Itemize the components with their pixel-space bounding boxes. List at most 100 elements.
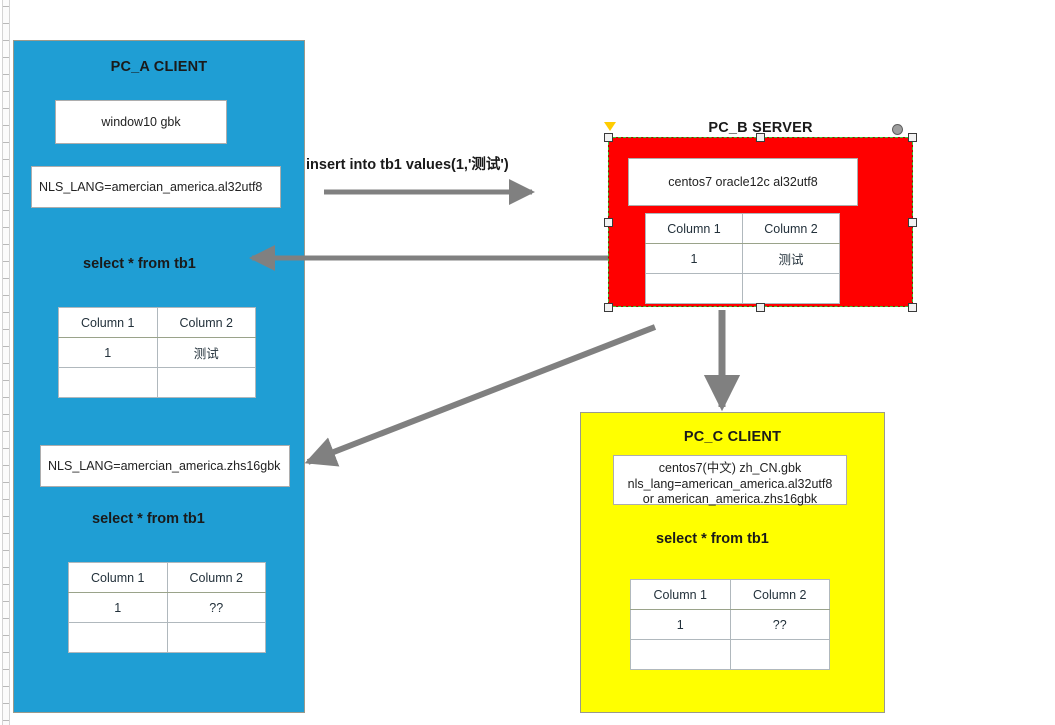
ruler-tick xyxy=(3,295,9,296)
ruler-tick xyxy=(3,329,9,330)
pc-a-sql-label-1: select * from tb1 xyxy=(83,256,196,272)
table-cell: 测试 xyxy=(156,337,256,368)
ruler-tick xyxy=(3,176,9,177)
pc-c-sql-label: select * from tb1 xyxy=(656,531,769,547)
table-cell: 测试 xyxy=(742,243,840,274)
rotate-handle-icon[interactable] xyxy=(892,124,903,135)
table-cell: 1 xyxy=(58,337,158,368)
table-row: Column 1 Column 2 xyxy=(630,579,830,610)
adjust-handle-icon[interactable] xyxy=(604,122,616,131)
ruler-tick xyxy=(3,397,9,398)
table-cell xyxy=(58,367,158,398)
ruler-tick xyxy=(3,516,9,517)
table-cell xyxy=(156,367,256,398)
ruler-tick xyxy=(3,482,9,483)
selection-handle-top-right[interactable] xyxy=(908,133,917,142)
selection-handle-middle-right[interactable] xyxy=(908,218,917,227)
ruler-tick xyxy=(3,380,9,381)
pc-c-table: Column 1 Column 2 1 ?? xyxy=(630,579,830,670)
ruler-tick xyxy=(3,244,9,245)
ruler-tick xyxy=(3,108,9,109)
table-header-cell: Column 1 xyxy=(630,579,731,610)
table-header-cell: Column 2 xyxy=(742,213,840,244)
pc-a-title: PC_A CLIENT xyxy=(110,59,208,75)
ruler-tick xyxy=(3,261,9,262)
pc-a-nls-bottom-box: NLS_LANG=amercian_america.zhs16gbk xyxy=(40,445,290,487)
pc-c-os-box: centos7(中文) zh_CN.gbk nls_lang=american_… xyxy=(613,455,847,507)
ruler-tick xyxy=(3,533,9,534)
table-cell: 1 xyxy=(630,609,731,640)
selection-handle-top-center[interactable] xyxy=(756,133,765,142)
table-cell xyxy=(68,622,168,653)
selection-handle-bottom-right[interactable] xyxy=(908,303,917,312)
table-row: 1 ?? xyxy=(630,609,830,640)
table-row: 1 测试 xyxy=(58,337,256,368)
ruler-tick xyxy=(3,40,9,41)
pc-c-os-text: centos7(中文) zh_CN.gbk nls_lang=american_… xyxy=(627,461,833,507)
table-row: 1 测试 xyxy=(645,243,840,274)
table-row xyxy=(645,273,840,304)
ruler-tick xyxy=(3,635,9,636)
left-ruler xyxy=(2,0,10,725)
table-row xyxy=(58,367,256,398)
selection-handle-middle-left[interactable] xyxy=(604,218,613,227)
table-row: Column 1 Column 2 xyxy=(645,213,840,244)
ruler-tick xyxy=(3,57,9,58)
pc-a-table-1: Column 1 Column 2 1 测试 xyxy=(58,307,256,398)
ruler-tick xyxy=(3,278,9,279)
ruler-tick xyxy=(3,23,9,24)
ruler-tick xyxy=(3,703,9,704)
ruler-tick xyxy=(3,193,9,194)
table-cell xyxy=(645,273,743,304)
ruler-tick xyxy=(3,550,9,551)
ruler-tick xyxy=(3,227,9,228)
table-cell xyxy=(166,622,266,653)
table-header-cell: Column 1 xyxy=(68,562,168,593)
selection-handle-bottom-center[interactable] xyxy=(756,303,765,312)
table-cell: ?? xyxy=(166,592,266,623)
ruler-tick xyxy=(3,669,9,670)
ruler-tick xyxy=(3,210,9,211)
ruler-tick xyxy=(3,74,9,75)
ruler-tick xyxy=(3,346,9,347)
pc-b-table: Column 1 Column 2 1 测试 xyxy=(645,213,840,304)
pc-a-nls-top-text: NLS_LANG=amercian_america.al32utf8 xyxy=(39,180,263,194)
ruler-tick xyxy=(3,159,9,160)
table-header-cell: Column 1 xyxy=(645,213,743,244)
table-row: 1 ?? xyxy=(68,592,266,623)
ruler-tick xyxy=(3,601,9,602)
ruler-tick xyxy=(3,618,9,619)
ruler-tick xyxy=(3,584,9,585)
table-header-cell: Column 1 xyxy=(58,307,158,338)
ruler-tick xyxy=(3,720,9,721)
table-cell xyxy=(742,273,840,304)
insert-statement-label: insert into tb1 values(1,'测试') xyxy=(306,157,509,173)
selection-handle-top-left[interactable] xyxy=(604,133,613,142)
table-cell: 1 xyxy=(645,243,743,274)
ruler-tick xyxy=(3,91,9,92)
pc-a-os-box: window10 gbk xyxy=(55,100,227,144)
table-cell xyxy=(630,639,731,670)
pc-b-os-text: centos7 oracle12c al32utf8 xyxy=(668,175,818,189)
selection-handle-bottom-left[interactable] xyxy=(604,303,613,312)
pc-a-table-2: Column 1 Column 2 1 ?? xyxy=(68,562,266,653)
table-cell: ?? xyxy=(729,609,830,640)
pc-a-nls-top-box: NLS_LANG=amercian_america.al32utf8 xyxy=(31,166,281,208)
ruler-tick xyxy=(3,448,9,449)
pc-a-nls-bottom-text: NLS_LANG=amercian_america.zhs16gbk xyxy=(48,459,281,473)
table-header-cell: Column 2 xyxy=(729,579,830,610)
ruler-tick xyxy=(3,652,9,653)
ruler-tick xyxy=(3,567,9,568)
table-header-cell: Column 2 xyxy=(166,562,266,593)
ruler-tick xyxy=(3,431,9,432)
table-cell: 1 xyxy=(68,592,168,623)
table-row xyxy=(68,622,266,653)
ruler-tick xyxy=(3,6,9,7)
ruler-tick xyxy=(3,142,9,143)
ruler-tick xyxy=(3,312,9,313)
table-row xyxy=(630,639,830,670)
ruler-tick xyxy=(3,499,9,500)
pc-a-sql-label-2: select * from tb1 xyxy=(92,511,205,527)
ruler-tick xyxy=(3,686,9,687)
pc-b-os-box: centos7 oracle12c al32utf8 xyxy=(628,158,858,206)
